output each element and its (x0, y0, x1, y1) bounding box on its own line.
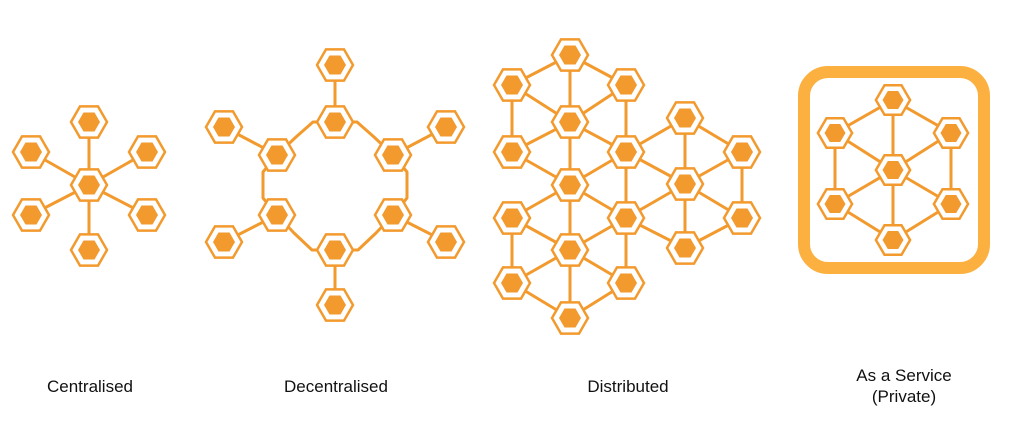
distributed-node-core (615, 208, 637, 228)
hub-node-core (324, 240, 346, 260)
distributed-node-core (501, 208, 523, 228)
distributed-node-core (674, 174, 696, 194)
distributed-label: Distributed (587, 377, 669, 396)
leaf-node-core (324, 295, 346, 315)
distributed-node-core (501, 142, 523, 162)
distributed-node-core (559, 112, 581, 132)
distributed-node-core (559, 175, 581, 195)
service-node-core (940, 195, 962, 213)
distributed-node-core (559, 240, 581, 260)
leaf-node-core (136, 205, 158, 225)
distributed-node-core (615, 273, 637, 293)
leaf-node-core (136, 142, 158, 162)
distributed-node-core (559, 308, 581, 328)
distributed-node-core (559, 45, 581, 65)
leaf-node-core (20, 142, 42, 162)
as-a-service-label-line-1: As a Service (856, 366, 952, 385)
service-node-core (882, 91, 904, 109)
service-node-core (940, 124, 962, 142)
as-a-service-label: As a Service (Private) (820, 365, 988, 407)
leaf-node-core (20, 205, 42, 225)
service-node-core (824, 195, 846, 213)
distributed-node-core (674, 238, 696, 258)
distributed-node-core (731, 208, 753, 228)
distributed-node-core (615, 75, 637, 95)
leaf-node-core (78, 112, 100, 132)
service-node-core (882, 231, 904, 249)
leaf-node-core (435, 232, 457, 252)
distributed-diagram (492, 38, 762, 335)
hub-node-core (324, 112, 346, 132)
leaf-node-core (213, 117, 235, 137)
leaf-node-core (324, 55, 346, 75)
private-boundary-frame (798, 66, 990, 274)
hub-node-core (382, 205, 404, 225)
service-diagram (798, 66, 990, 274)
as-a-service-label-line-2: (Private) (871, 387, 937, 406)
decentralised-diagram (204, 48, 466, 322)
hub-node-core (266, 145, 288, 165)
service-hub-node-core (882, 161, 904, 179)
distributed-node-core (674, 108, 696, 128)
leaf-node-core (213, 232, 235, 252)
distributed-node-core (615, 142, 637, 162)
leaf-node-core (435, 117, 457, 137)
hub-node-core (78, 175, 100, 195)
service-node-core (824, 124, 846, 142)
leaf-node-core (78, 240, 100, 260)
hub-node-core (266, 205, 288, 225)
distributed-node-core (731, 142, 753, 162)
centralised-diagram (11, 105, 167, 267)
distributed-node-core (501, 75, 523, 95)
decentralised-label: Decentralised (284, 377, 388, 396)
centralised-label: Centralised (47, 377, 133, 396)
hub-node-core (382, 145, 404, 165)
distributed-node-core (501, 273, 523, 293)
